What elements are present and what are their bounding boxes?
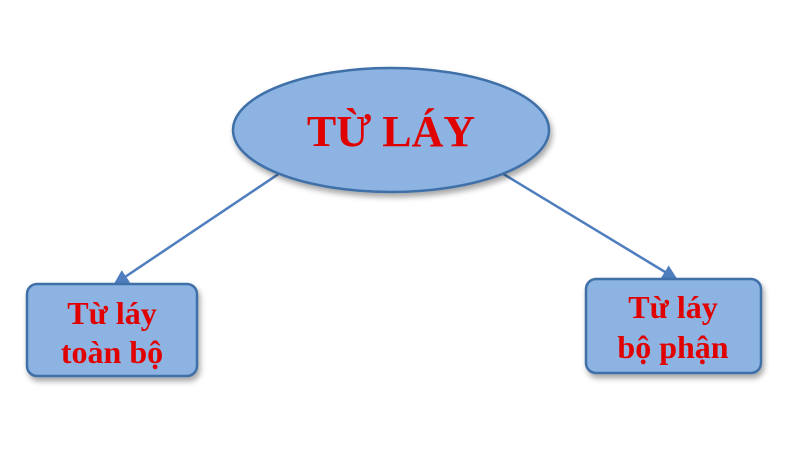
child-node-bo-phan: Từ láy bộ phận: [584, 277, 763, 375]
child-left-line1: Từ láy: [67, 295, 156, 331]
child-box-left: [25, 282, 199, 378]
child-node-toan-bo: Từ láy toàn bộ: [25, 282, 199, 378]
connector-right: [499, 170, 678, 280]
root-node: TỪ LÁY: [231, 66, 551, 194]
root-ellipse: [231, 66, 551, 194]
child-right-line2: bộ phận: [617, 329, 728, 365]
root-label: TỪ LÁY: [307, 107, 475, 156]
child-box-right: [584, 277, 763, 375]
child-right-line1: Từ láy: [628, 289, 717, 325]
connector-left: [113, 171, 281, 285]
child-left-line2: toàn bộ: [61, 334, 163, 370]
